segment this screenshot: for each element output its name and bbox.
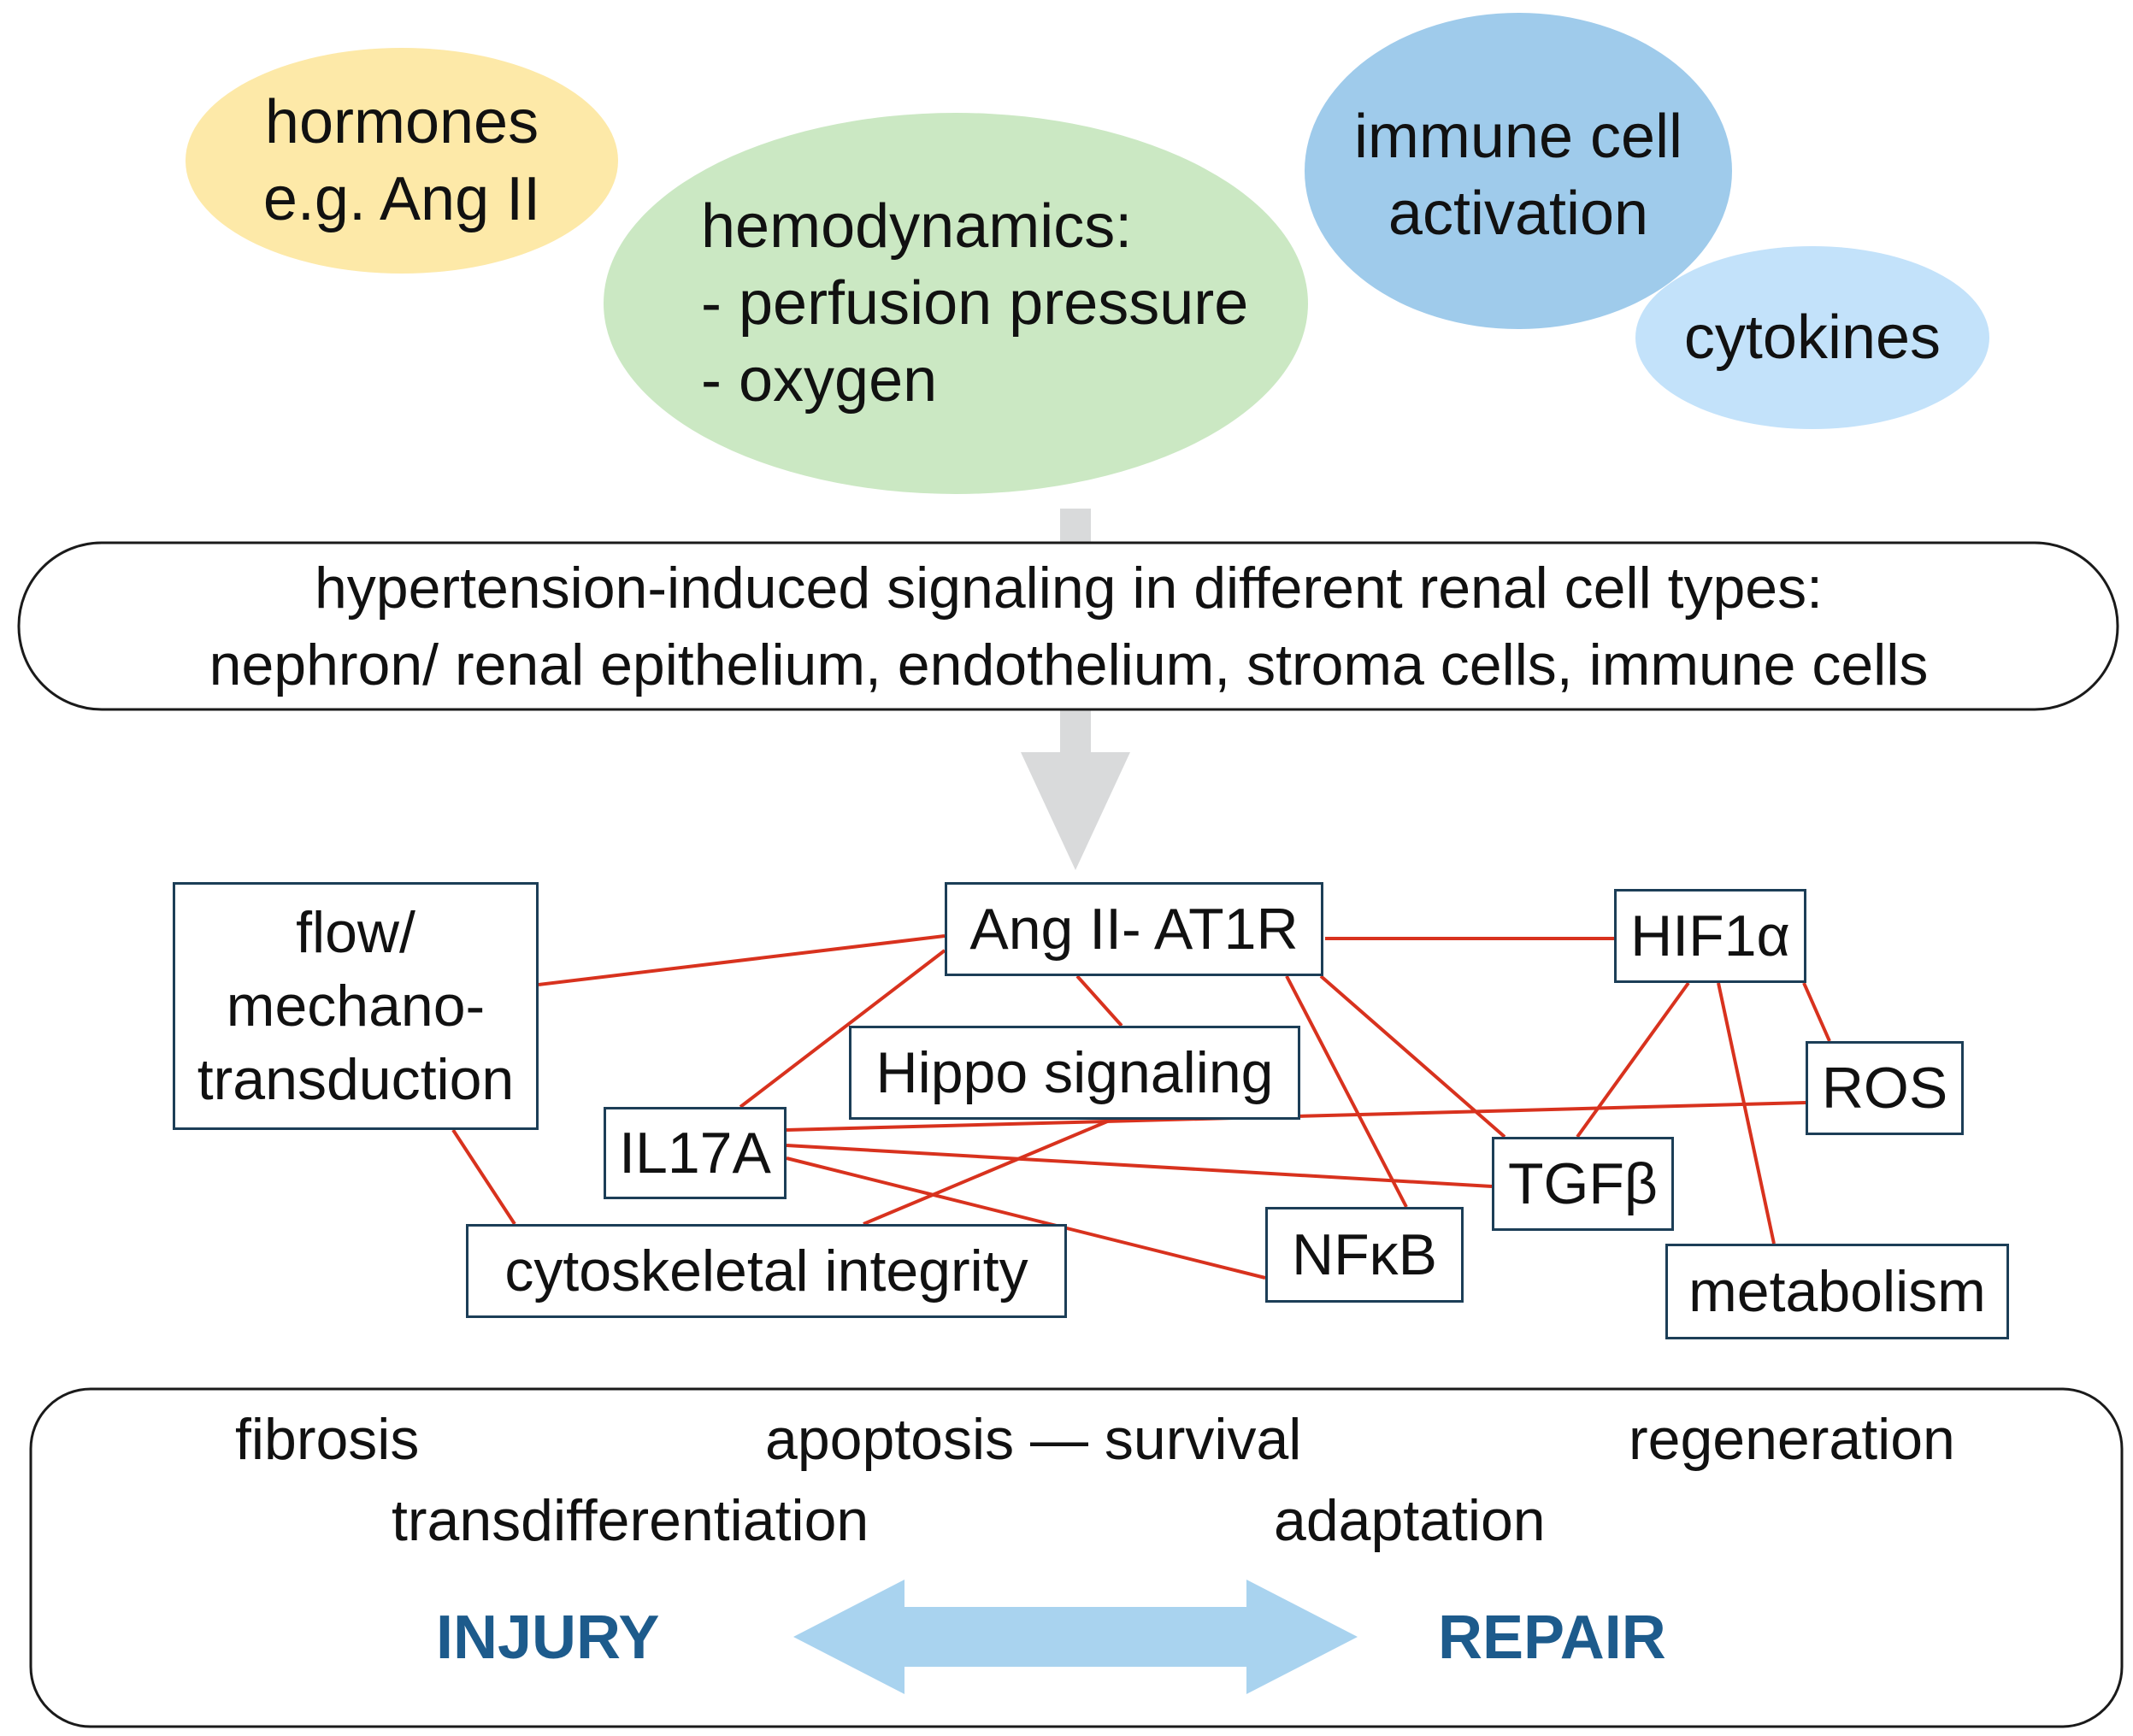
node-hippo-label: Hippo signaling [875,1040,1274,1105]
node-cyto-label: cytoskeletal integrity [504,1239,1028,1303]
node-metab-label: metabolism [1688,1259,1986,1324]
node-ros-label: ROS [1821,1056,1948,1121]
gray-arrow-shaft-top [1060,509,1091,543]
immune-oval [1305,13,1732,329]
hemodynamics-line-2: - perfusion pressure [701,269,1249,338]
hormones-line-2: e.g. Ang II [262,165,541,233]
outcome-apoptosis-survival: apoptosis — survival [765,1407,1302,1472]
node-il17a-label: IL17A [619,1121,771,1186]
immune-line-1: immune cell [1353,103,1683,171]
immune-line-2: activation [1388,179,1649,248]
immune-label: immune cell activation [1322,94,1715,256]
line-flow-cyto [451,1128,516,1226]
signaling-line-2: nephron/ renal epithelium, endothelium, … [209,632,1929,697]
line-hippo-cyto [863,1118,1112,1226]
node-angii-at1r: Ang II- AT1R [945,882,1323,976]
line-hif1a-tgfb [1576,981,1690,1139]
hemodynamics-oval [604,113,1308,494]
line-flow-angii [538,934,946,986]
hormones-label: hormones e.g. Ang II [186,60,618,262]
node-hif1a-label: HIF1α [1630,903,1790,968]
line-il17a-nfkb [786,1156,1266,1280]
hormones-oval [186,48,618,274]
cytokines-label: cytokines [1641,295,1983,380]
node-metabolism: metabolism [1665,1244,2009,1339]
line-angii-il17a [739,949,946,1109]
node-tgfb-label: TGFβ [1507,1151,1659,1216]
injury-repair-double-arrow [793,1580,1358,1694]
gray-arrow [1021,709,1130,870]
node-nfkb-label: NFκB [1292,1222,1437,1287]
line-angii-hippo [1075,974,1123,1027]
hemodynamics-label: hemodynamics: - perfusion pressure - oxy… [701,184,1299,423]
node-ros: ROS [1806,1041,1964,1135]
node-il17a: IL17A [604,1107,787,1199]
node-hif1a: HIF1α [1614,889,1806,983]
outcome-adaptation: adaptation [1274,1488,1546,1553]
outcome-box [29,1387,2124,1728]
hemodynamics-line-1: hemodynamics: [701,192,1133,261]
line-hif1a-ros [1802,982,1831,1042]
line-angii-nfkb [1285,975,1408,1208]
node-hippo-signaling: Hippo signaling [849,1026,1300,1120]
node-nfkb: NFκB [1265,1207,1464,1303]
node-flow-line-1: flow/ [296,900,415,965]
line-il17a-tgfb [786,1144,1493,1188]
node-tgfb: TGFβ [1492,1137,1674,1231]
cytokines-line-1: cytokines [1683,303,1942,372]
signaling-label: hypertension-induced signaling in differ… [26,547,2112,705]
node-cytoskeletal-integrity: cytoskeletal integrity [466,1224,1067,1318]
outcome-fibrosis: fibrosis [235,1407,420,1472]
node-flow-mechanotransduction: flow/ mechano- transduction [173,882,539,1130]
line-hif1a-metab [1717,982,1776,1245]
outcome-transdifferentiation: transdifferentiation [392,1488,869,1553]
cytokines-oval [1635,246,1989,429]
injury-label: INJURY [436,1604,660,1672]
node-flow-line-2: mechano- [226,974,486,1039]
signaling-line-1: hypertension-induced signaling in differ… [314,555,1824,621]
outcome-regeneration: regeneration [1629,1407,1955,1472]
hemodynamics-line-3: - oxygen [701,346,938,415]
hormones-line-1: hormones [264,88,539,156]
signaling-capsule [17,541,2119,711]
node-flow-line-3: transduction [197,1047,515,1112]
node-angii-label: Ang II- AT1R [969,897,1299,962]
repair-label: REPAIR [1438,1604,1666,1672]
